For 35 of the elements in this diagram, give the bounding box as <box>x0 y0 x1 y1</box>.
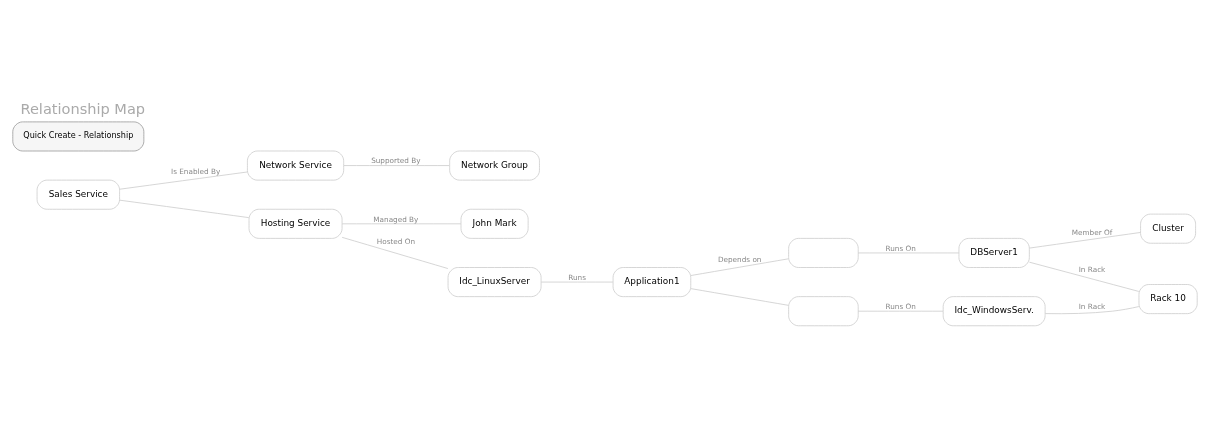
edge-label: Runs On <box>885 243 916 253</box>
edge-label: Runs <box>568 272 586 282</box>
edge-label: In Rack <box>1078 264 1106 274</box>
edge-label: In Rack <box>1078 301 1106 311</box>
node-box: Cluster <box>1140 213 1196 244</box>
connector <box>690 288 789 306</box>
edge-label: Member Of <box>1071 227 1113 237</box>
node-box: Rack 10 <box>1138 284 1198 315</box>
edge-label: Supported By <box>371 156 421 166</box>
connector <box>119 171 248 190</box>
edge-label: Is Enabled By <box>171 166 221 176</box>
node-box: Idc_WindowsServ. <box>942 296 1046 327</box>
node-box <box>788 296 859 327</box>
edge-label: Runs On <box>885 301 916 311</box>
node-box: John Mark <box>460 208 529 239</box>
edge-label: Managed By <box>373 214 419 224</box>
edge-label: Hosted On <box>376 237 415 247</box>
node-box: Sales Service <box>36 179 120 210</box>
connector <box>119 199 250 218</box>
node-box: Idc_LinuxServer <box>447 267 542 298</box>
node-box <box>788 238 859 268</box>
node-box: Hosting Service <box>248 208 343 239</box>
connector <box>1029 232 1141 249</box>
edge-label: Depends on <box>717 255 762 265</box>
connector <box>1029 261 1140 292</box>
connector <box>1044 306 1140 315</box>
label: Quick Create - Relationship <box>23 130 134 141</box>
node-box: DBServer1 <box>958 238 1030 268</box>
connector <box>341 236 449 269</box>
connector <box>343 165 450 166</box>
node-box: Network Group <box>449 150 540 181</box>
node-box: Network Service <box>247 150 345 181</box>
node-box: Application1 <box>612 267 692 298</box>
diagram-title: Relationship Map <box>20 100 146 118</box>
connector <box>690 258 789 276</box>
